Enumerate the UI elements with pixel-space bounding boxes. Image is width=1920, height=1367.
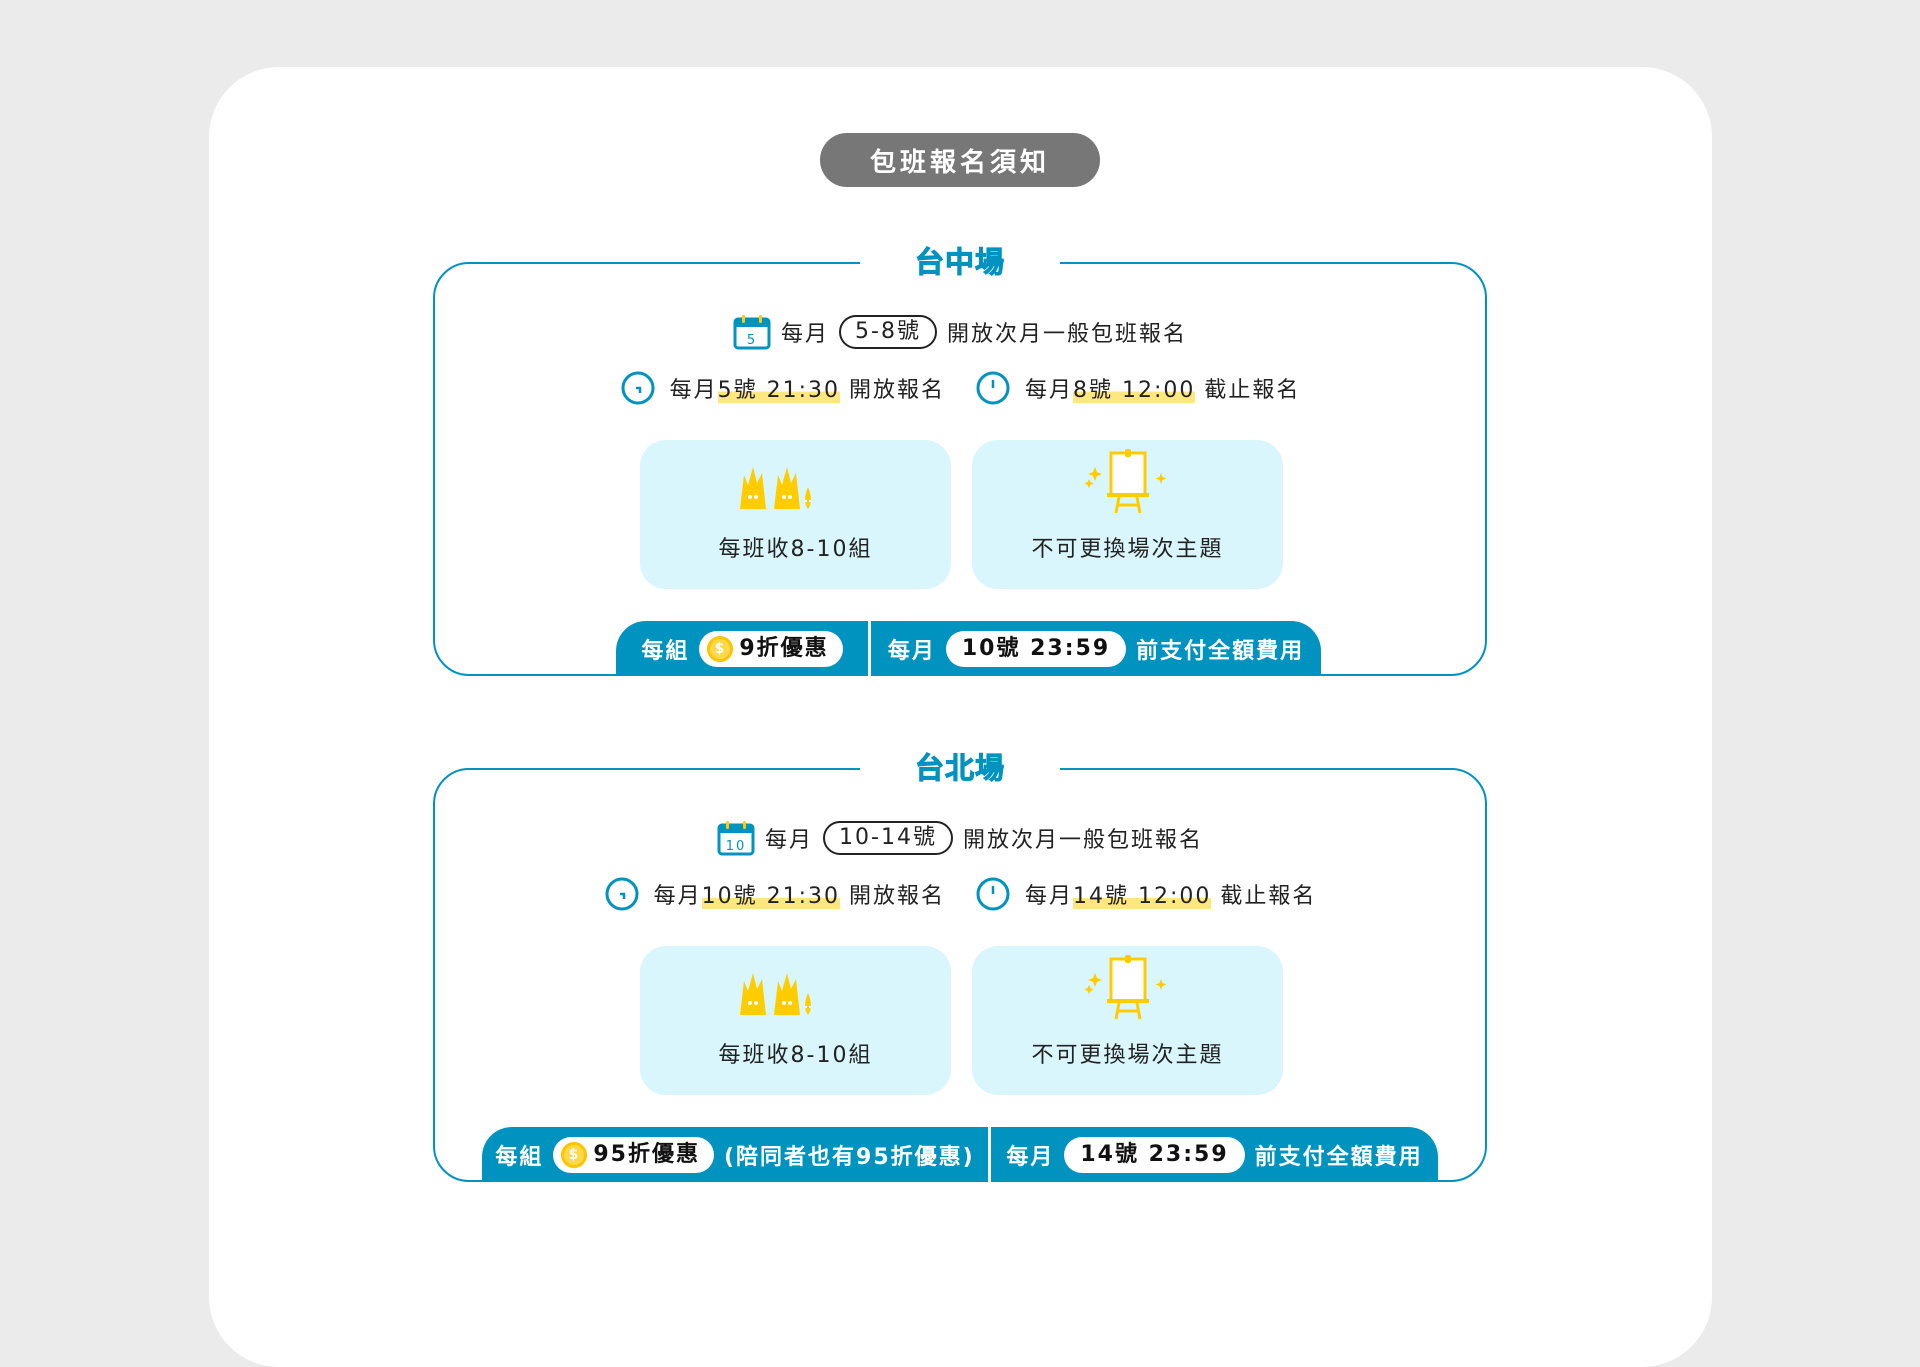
group-capacity-text: 每班收8-10組 (718, 1043, 873, 1068)
close-suffix: 截止報名 (1220, 884, 1317, 909)
no-theme-change-box: 不可更換場次主題 (972, 440, 1283, 589)
close-suffix: 截止報名 (1204, 378, 1301, 403)
line1-prefix: 每月 (781, 322, 830, 347)
line1-suffix: 開放次月一般包班報名 (962, 828, 1203, 853)
discount-value: 95折優惠 (593, 1141, 700, 1167)
no-theme-change-box: 不可更換場次主題 (972, 946, 1283, 1095)
line1-prefix: 每月 (765, 828, 814, 853)
payment-prefix: 每月 (887, 638, 936, 664)
coin-icon: $ (561, 1141, 588, 1168)
monsters-icon (739, 467, 811, 509)
group-capacity-box: 每班收8-10組 (640, 946, 951, 1095)
payment-prefix: 每月 (1006, 1144, 1055, 1170)
clock-icon (976, 877, 1010, 911)
open-time: 10號 21:30 (701, 884, 840, 909)
open-prefix: 每月 (669, 378, 718, 403)
page-title: 包班報名須知 (820, 133, 1100, 187)
open-time: 5號 21:30 (717, 378, 840, 403)
no-theme-change-text: 不可更換場次主題 (1031, 537, 1224, 562)
calendar-icon: 5 (733, 315, 771, 350)
calendar-day: 5 (747, 333, 757, 348)
discount-note: (陪同者也有95折優惠) (723, 1144, 975, 1170)
open-suffix: 開放報名 (848, 884, 945, 909)
no-theme-change-text: 不可更換場次主題 (1031, 1043, 1224, 1068)
discount-pill: $95折優惠 (553, 1136, 714, 1173)
close-time: 8號 12:00 (1073, 378, 1196, 403)
info-bar: 每組 $9折優惠 每月 10號 23:59 前支付全額費用 (616, 621, 1321, 676)
payment-suffix: 前支付全額費用 (1136, 638, 1305, 664)
section-title: 台中場 (860, 242, 1060, 282)
payment-deadline: 14號 23:59 (1064, 1136, 1245, 1173)
discount-pill: $9折優惠 (699, 630, 843, 667)
bar-divider (988, 1127, 991, 1182)
date-range-tag: 5-8號 (839, 315, 937, 349)
line1-suffix: 開放次月一般包班報名 (946, 322, 1187, 347)
calendar-day: 10 (726, 839, 747, 854)
group-capacity-box: 每班收8-10組 (640, 440, 951, 589)
section-taipei: 台北場 10 每月 10-14號 開放次月一般包班報名 每月10號 21:30 … (433, 748, 1487, 1182)
section-title: 台北場 (860, 748, 1060, 788)
monsters-icon (739, 973, 811, 1015)
open-suffix: 開放報名 (848, 378, 945, 403)
section-taichung: 台中場 5 每月 5-8號 開放次月一般包班報名 每月5號 21:30 開放報名… (433, 242, 1487, 676)
easel-icon (1084, 449, 1166, 513)
discount-label: 每組 (495, 1144, 544, 1170)
clock-icon (976, 371, 1010, 405)
info-bar: 每組 $95折優惠 (陪同者也有95折優惠) 每月 14號 23:59 前支付全… (482, 1127, 1438, 1182)
payment-suffix: 前支付全額費用 (1254, 1144, 1423, 1170)
close-prefix: 每月 (1025, 884, 1074, 909)
bar-divider (868, 621, 871, 676)
clock-icon (605, 877, 639, 911)
coin-icon: $ (707, 635, 734, 662)
date-range-tag: 10-14號 (823, 821, 953, 855)
open-prefix: 每月 (653, 884, 702, 909)
discount-value: 9折優惠 (739, 635, 829, 661)
calendar-icon: 10 (717, 821, 755, 856)
group-capacity-text: 每班收8-10組 (718, 537, 873, 562)
payment-deadline: 10號 23:59 (945, 630, 1127, 667)
easel-icon (1084, 955, 1166, 1019)
close-prefix: 每月 (1025, 378, 1074, 403)
close-time: 14號 12:00 (1073, 884, 1212, 909)
discount-label: 每組 (641, 638, 690, 664)
clock-icon (621, 371, 655, 405)
